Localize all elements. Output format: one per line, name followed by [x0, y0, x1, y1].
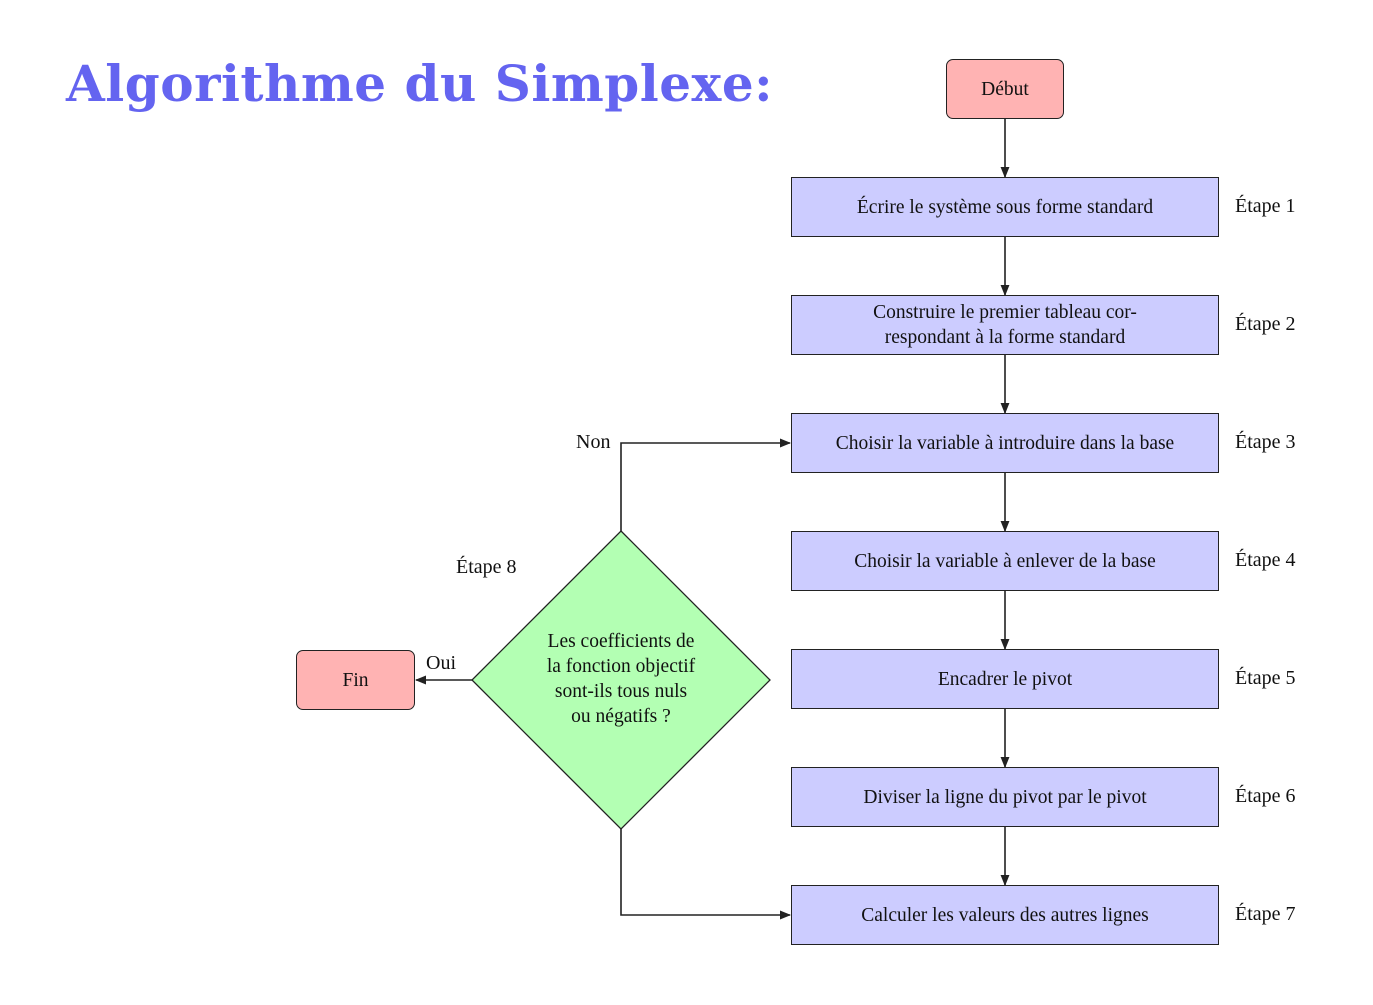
arrow-decision-no-to-step-3 — [620, 438, 792, 531]
step-7-label: Étape 7 — [1235, 903, 1296, 925]
step-5-label: Étape 5 — [1235, 667, 1296, 689]
page-title: Algorithme du Simplexe: — [66, 54, 774, 113]
step-4-label: Étape 4 — [1235, 549, 1296, 571]
step-2-text: Construire le premier tableau cor- respo… — [873, 302, 1137, 348]
decision-text: Les coefficients de la fonction objectif… — [521, 629, 721, 729]
step-3-text: Choisir la variable à introduire dans la… — [835, 432, 1175, 454]
step-1-text: Écrire le système sous forme standard — [856, 196, 1154, 218]
step-6-text: Diviser la ligne du pivot par le pivot — [863, 786, 1147, 808]
start-node: Début — [946, 59, 1064, 119]
step-5-text: Encadrer le pivot — [937, 668, 1073, 690]
step-2-label: Étape 2 — [1235, 313, 1296, 335]
step-4-box: Choisir la variable à enlever de la base — [791, 531, 1219, 591]
step-3-label: Étape 3 — [1235, 431, 1296, 453]
step-8-label: Étape 8 — [456, 556, 517, 578]
step-1-box: Écrire le système sous forme standard — [791, 177, 1219, 237]
step-7-text: Calculer les valeurs des autres lignes — [861, 904, 1149, 926]
end-node: Fin — [296, 650, 415, 710]
arrow-step-7-to-decision — [620, 829, 792, 920]
step-1-label: Étape 1 — [1235, 195, 1296, 217]
yes-branch-label: Oui — [426, 652, 456, 674]
step-6-box: Diviser la ligne du pivot par le pivot — [791, 767, 1219, 827]
step-7-box: Calculer les valeurs des autres lignes — [791, 885, 1219, 945]
decision-question: Les coefficients de la fonction objectif… — [546, 631, 696, 727]
step-3-box: Choisir la variable à introduire dans la… — [791, 413, 1219, 473]
step-4-text: Choisir la variable à enlever de la base — [854, 550, 1156, 572]
start-label: Début — [981, 78, 1029, 100]
end-label: Fin — [342, 669, 369, 691]
no-branch-label: Non — [576, 431, 611, 453]
step-5-box: Encadrer le pivot — [791, 649, 1219, 709]
step-6-label: Étape 6 — [1235, 785, 1296, 807]
step-2-box: Construire le premier tableau cor- respo… — [791, 295, 1219, 355]
